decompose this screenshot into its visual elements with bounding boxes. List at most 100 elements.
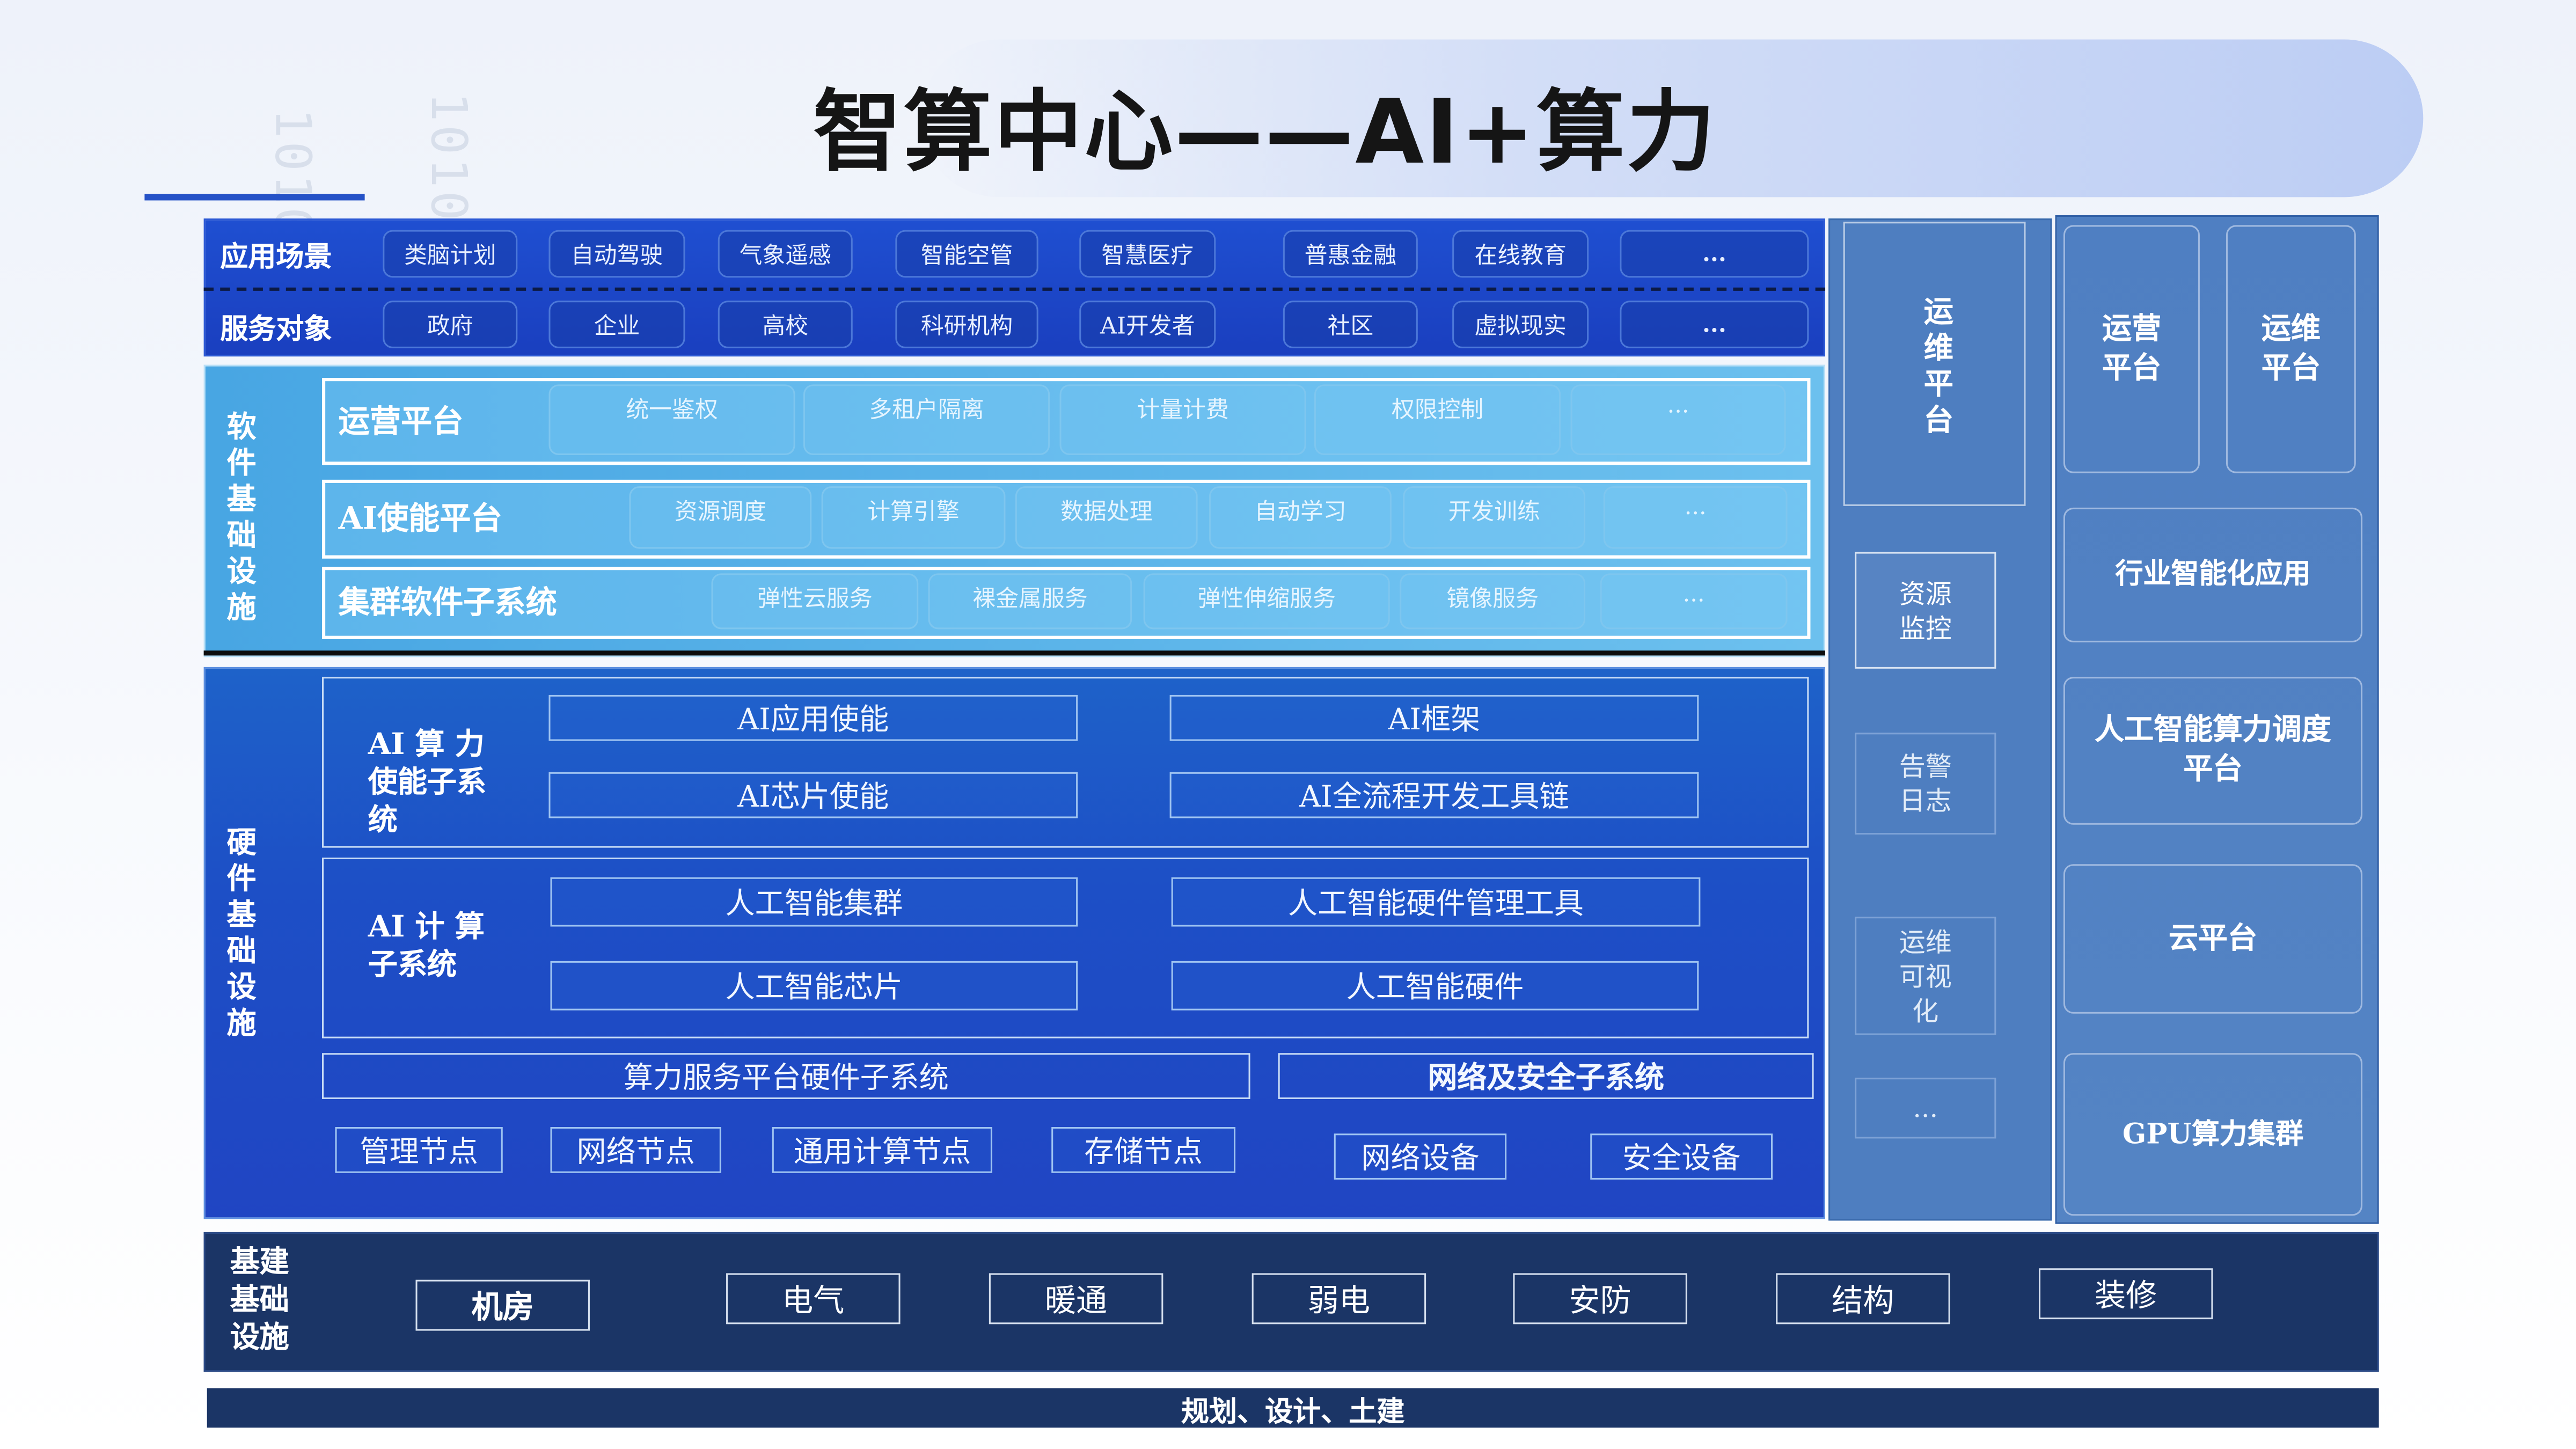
right-column-item-label: 云平台 [2168, 920, 2258, 956]
ops-item-label: ... [1913, 1092, 1938, 1124]
ops-item-label: 运维可视化 [1899, 926, 1952, 1026]
service-target-item: 科研机构 [895, 301, 1038, 348]
service-target-item: 企业 [548, 301, 685, 348]
network-security-subsystem: 网络及安全子系统 [1278, 1053, 1814, 1099]
app-scenario-item: 自动驾驶 [548, 230, 685, 278]
software-panel [203, 364, 1826, 657]
app-scenario-item: 类脑计划 [383, 230, 518, 278]
footer-text: 规划、设计、土建 [1181, 1395, 1405, 1429]
app-scenario-item: 智慧医疗 [1079, 230, 1216, 278]
right-maint-platform: 运维平台 [2226, 225, 2356, 473]
footer-bar: 规划、设计、土建 [207, 1388, 2379, 1429]
infra-item: 安防 [1513, 1273, 1687, 1324]
ops-item-label: 资源监控 [1899, 577, 1952, 643]
ai-enable-item: AI芯片使能 [548, 772, 1078, 818]
software-row-item: 开发训练 [1403, 486, 1586, 549]
top-divider [203, 287, 1826, 291]
ops-column [1828, 218, 2052, 1221]
ai-compute-item: 人工智能硬件 [1171, 961, 1699, 1011]
software-row-item: 计算引擎 [821, 486, 1006, 549]
ai-compute-item: 人工智能芯片 [550, 961, 1078, 1011]
software-row-item: 计量计费 [1059, 384, 1306, 455]
right-column-item: 云平台 [2063, 864, 2363, 1014]
software-row-name: AI使能平台 [338, 501, 502, 538]
service-target-item: 虚拟现实 [1452, 301, 1589, 348]
software-row-frame [322, 479, 1811, 559]
software-infra-label: 软件基础设施 [222, 411, 257, 628]
software-row-item: ... [1603, 486, 1788, 549]
software-row-item: 数据处理 [1015, 486, 1198, 549]
ai-compute-name-text: AI 计 算 子系统 [368, 910, 485, 983]
software-bottom-line [203, 650, 1826, 656]
software-row-item: 权限控制 [1314, 384, 1561, 455]
right-ops-platform-label: 运营平台 [2102, 311, 2162, 385]
hardware-node: 通用计算节点 [772, 1127, 992, 1173]
right-column-item: GPU算力集群 [2063, 1053, 2363, 1216]
infra-item: 装修 [2038, 1268, 2213, 1320]
ops-platform-box [1843, 222, 2026, 506]
software-row-name: 集群软件子系统 [338, 584, 557, 621]
service-target-item: 政府 [383, 301, 518, 348]
software-row-name: 运营平台 [338, 403, 464, 440]
infra-item: 机房 [415, 1279, 590, 1331]
service-target-item: 高校 [718, 301, 853, 348]
software-row-item: 弹性伸缩服务 [1143, 573, 1390, 630]
service-target-label: 服务对象 [220, 313, 332, 347]
app-scenario-item: 智能空管 [895, 230, 1038, 278]
hardware-device: 安全设备 [1590, 1133, 1773, 1180]
ai-enable-item: AI全流程开发工具链 [1169, 772, 1699, 818]
service-target-item: AI开发者 [1079, 301, 1216, 348]
right-column-item-label: 人工智能算力调度平台 [2095, 713, 2331, 787]
software-row-item: 多租户隔离 [803, 384, 1050, 455]
ops-item-label: 告警日志 [1899, 750, 1952, 817]
ai-compute-item: 人工智能集群 [550, 877, 1078, 927]
hardware-node: 管理节点 [335, 1127, 503, 1173]
hardware-infra-label: 硬件基础设施 [222, 826, 257, 1043]
ai-enable-name-text: AI 算 力 使能子系 统 [368, 728, 487, 838]
infra-label: 基建基础设施 [230, 1243, 303, 1357]
page-title: 智算中心——AI+算力 [813, 80, 1717, 184]
infra-item: 弱电 [1252, 1273, 1426, 1324]
ai-enable-subsystem-box [322, 677, 1809, 848]
app-scenario-item: 气象遥感 [718, 230, 853, 278]
ops-item: 运维可视化 [1855, 917, 1996, 1035]
ops-item: 告警日志 [1855, 733, 1996, 835]
infra-item: 电气 [726, 1273, 901, 1324]
right-column-item: 人工智能算力调度平台 [2063, 677, 2363, 825]
app-scenario-item: ... [1620, 230, 1809, 278]
app-scenario-item: 普惠金融 [1283, 230, 1418, 278]
hardware-node: 存储节点 [1051, 1127, 1236, 1173]
service-target-item: ... [1620, 301, 1809, 348]
software-row-item: 统一鉴权 [548, 384, 795, 455]
right-column [2055, 215, 2379, 1224]
platform-hardware-subsystem: 算力服务平台硬件子系统 [322, 1053, 1250, 1099]
title-underline [144, 194, 365, 201]
hardware-node: 网络节点 [550, 1127, 721, 1173]
infra-label-text: 基建基础设施 [230, 1245, 289, 1356]
ops-item: ... [1855, 1078, 1996, 1139]
ai-enable-subsystem-name: AI 算 力 使能子系 统 [368, 726, 516, 839]
ops-platform-label: 运维平台 [1919, 296, 1953, 441]
app-scenario-item: 在线教育 [1452, 230, 1589, 278]
infra-item: 结构 [1776, 1273, 1950, 1324]
right-column-item-label: 行业智能化应用 [2115, 558, 2311, 592]
software-row-item: ... [1570, 384, 1786, 455]
infra-item: 暖通 [989, 1273, 1163, 1324]
background-digits-1: 1010 [262, 108, 320, 240]
hardware-panel [203, 667, 1826, 1219]
ops-item: 资源监控 [1855, 552, 1996, 669]
right-maint-platform-label: 运维平台 [2261, 311, 2321, 385]
title-band [920, 39, 2424, 197]
right-column-item-label: GPU算力集群 [2122, 1118, 2304, 1151]
software-row-item: 镜像服务 [1400, 573, 1586, 630]
right-column-item: 行业智能化应用 [2063, 507, 2363, 642]
service-target-item: 社区 [1283, 301, 1418, 348]
software-row-frame [322, 567, 1811, 639]
infra-panel [203, 1232, 2379, 1372]
software-row-item: ... [1600, 573, 1788, 630]
software-row-item: 弹性云服务 [711, 573, 919, 630]
ai-compute-subsystem-name: AI 计 算 子系统 [368, 909, 516, 984]
right-ops-platform: 运营平台 [2063, 225, 2200, 473]
ai-enable-item: AI应用使能 [548, 694, 1078, 741]
